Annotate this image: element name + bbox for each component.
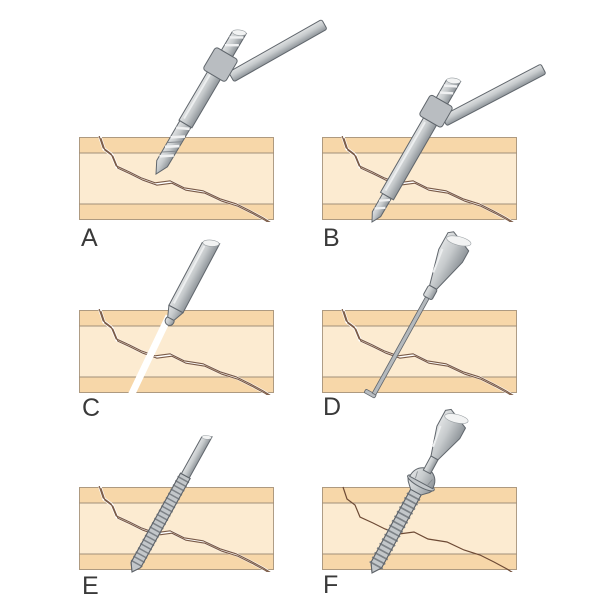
bone-cross-section [78, 309, 276, 395]
panel-c: C [78, 239, 276, 422]
bone-cross-section [321, 487, 518, 576]
cut-end-face [231, 29, 247, 36]
panel-label-f: F [323, 571, 338, 599]
drilled-channel [127, 314, 173, 395]
cut-end-face [201, 435, 212, 440]
tap-shaft [180, 436, 213, 479]
drill-guide-handle [441, 64, 546, 126]
drill-flutes [159, 126, 190, 158]
panel-b: B [321, 64, 546, 252]
tap [130, 435, 213, 573]
depth-gauge-hook [364, 389, 377, 399]
depth-gauge [364, 231, 472, 399]
drill-bit [155, 29, 248, 175]
panel-f: F [321, 408, 518, 599]
panel-label-e: E [82, 572, 99, 600]
panel-label-c: C [82, 394, 100, 422]
cut-end-face [202, 239, 220, 247]
drill-guide-handle [228, 19, 327, 82]
screw-threads [369, 489, 423, 570]
cut-end-face [444, 413, 469, 424]
drill-flutes [374, 198, 390, 210]
panel-d: D [321, 231, 519, 421]
cut-end-face [446, 235, 472, 247]
panel-e: E [78, 435, 276, 600]
bone-cross-section [321, 309, 519, 400]
panel-label-d: D [323, 393, 341, 421]
drill-sleeve-and-bit [371, 77, 462, 223]
panel-label-a: A [81, 224, 98, 252]
panel-label-b: B [323, 224, 340, 252]
panel-a: A [78, 19, 327, 252]
lag-screw-and-screwdriver [369, 408, 469, 574]
countersink [164, 239, 221, 326]
cut-end-face [446, 77, 461, 85]
